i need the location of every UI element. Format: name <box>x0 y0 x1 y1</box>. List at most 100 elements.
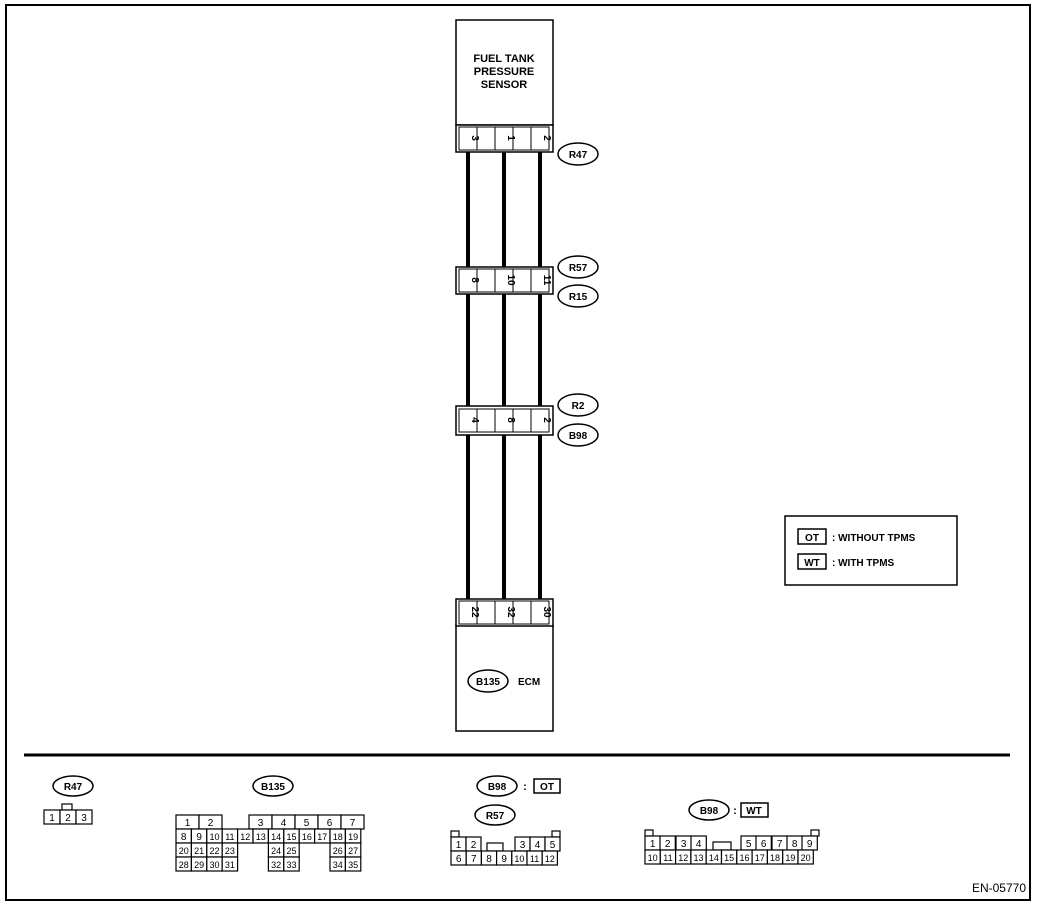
svg-text:1: 1 <box>49 813 55 824</box>
legend-text-2: : WITH TPMS <box>832 558 895 569</box>
svg-text:31: 31 <box>225 860 235 870</box>
c3-pin-a: 4 <box>469 417 480 423</box>
c1-pin-c: 2 <box>541 135 552 141</box>
b98wt-pin-5: 5 <box>740 835 757 851</box>
svg-text:2: 2 <box>665 839 671 850</box>
outer-frame <box>5 4 1031 901</box>
b98wt-pin-19: 19 <box>782 849 799 865</box>
svg-text:12: 12 <box>678 853 688 863</box>
svg-text:25: 25 <box>286 846 296 856</box>
b98wt-pin-4: 4 <box>690 835 707 851</box>
connector-latch <box>486 842 504 852</box>
c2-tag-2: R15 <box>569 292 588 303</box>
b135-pin-31: 31 <box>221 856 239 872</box>
ecm-label: ECM <box>518 677 540 688</box>
svg-text:33: 33 <box>286 860 296 870</box>
b135-pin-8: 8 <box>175 828 192 844</box>
b135-pin-10: 10 <box>206 828 223 844</box>
c3-pin-c: 2 <box>541 417 552 423</box>
b135-pin-35: 35 <box>344 856 362 872</box>
svg-text:11: 11 <box>530 854 539 864</box>
b135-pin-3: 3 <box>248 814 273 830</box>
b98wt-pin-6: 6 <box>755 835 772 851</box>
svg-text:6: 6 <box>456 854 462 865</box>
b135-pin-13: 13 <box>252 828 269 844</box>
svg-text:20: 20 <box>179 846 189 856</box>
b135-pin-25: 25 <box>283 842 300 858</box>
svg-text:32: 32 <box>271 860 281 870</box>
svg-text:30: 30 <box>209 860 219 870</box>
svg-text:4: 4 <box>281 818 287 829</box>
svg-text:2: 2 <box>65 813 71 824</box>
svg-text:7: 7 <box>777 839 783 850</box>
b135-pin-28: 28 <box>175 856 192 872</box>
b135-pin-30: 30 <box>206 856 223 872</box>
svg-text:34: 34 <box>333 860 343 870</box>
svg-text:24: 24 <box>271 846 281 856</box>
diagram-code: EN-05770 <box>972 881 1026 895</box>
b135-pin-34: 34 <box>329 856 346 872</box>
svg-text:13: 13 <box>256 832 266 842</box>
ecm-connector-label: B135 <box>476 677 500 688</box>
b135-pin-32: 32 <box>267 856 285 872</box>
svg-text:9: 9 <box>807 839 813 850</box>
svg-text:7: 7 <box>471 854 477 865</box>
b98ot-pin-11: 11 <box>526 850 543 866</box>
svg-text:7: 7 <box>350 818 356 829</box>
view-b98-ot-code: OT <box>540 782 554 793</box>
b98wt-pin-14: 14 <box>705 849 723 865</box>
connector-r2-b98: 4 8 2 R2 B98 <box>455 393 599 447</box>
b98wt-pin-18: 18 <box>766 849 784 865</box>
svg-text:11: 11 <box>225 832 234 842</box>
svg-text:2: 2 <box>471 840 477 851</box>
svg-text:27: 27 <box>348 846 358 856</box>
b135-pin-33: 33 <box>283 856 300 872</box>
b98ot-pin-7: 7 <box>465 850 483 866</box>
c1-pin-b: 1 <box>505 135 516 141</box>
svg-text:35: 35 <box>348 860 358 870</box>
c4-pin-c: 30 <box>541 606 552 618</box>
b98wt-pin-2: 2 <box>659 835 676 851</box>
b135-pin-6: 6 <box>317 814 342 830</box>
legend: OT : WITHOUT TPMS WT : WITH TPMS <box>784 515 958 586</box>
b135-pin-12: 12 <box>237 828 254 844</box>
connector-latch <box>644 829 654 837</box>
svg-text:3: 3 <box>681 839 687 850</box>
c1-tag: R47 <box>569 150 588 161</box>
svg-text:1: 1 <box>185 818 191 829</box>
connector-latch <box>712 841 732 851</box>
connector-b135-pins: 22 32 30 <box>455 598 554 627</box>
svg-text:2: 2 <box>208 818 214 829</box>
b98wt-pin-11: 11 <box>659 849 677 865</box>
svg-text:8: 8 <box>181 832 187 843</box>
svg-text:22: 22 <box>209 846 219 856</box>
b98wt-pin-10: 10 <box>644 849 661 865</box>
svg-text:6: 6 <box>761 839 767 850</box>
b98ot-pin-2: 2 <box>465 836 482 852</box>
b135-pin-1: 1 <box>175 814 200 830</box>
sensor-title-line-3: SENSOR <box>481 79 528 91</box>
sensor-title-line-2: PRESSURE <box>474 66 535 78</box>
svg-text:16: 16 <box>302 832 312 842</box>
b135-pin-20: 20 <box>175 842 192 858</box>
view-b98-ot-tag: B98 <box>488 782 507 793</box>
connector-latch <box>551 830 561 838</box>
c2-pin-c: 11 <box>541 275 552 286</box>
ecm-connector-tag <box>467 669 509 693</box>
svg-text:1: 1 <box>650 839 656 850</box>
svg-text:10: 10 <box>648 853 658 863</box>
b135-pin-16: 16 <box>298 828 316 844</box>
b98wt-pin-8: 8 <box>786 835 803 851</box>
svg-text:5: 5 <box>304 818 310 829</box>
b98wt-pin-15: 15 <box>720 849 738 865</box>
svg-text:11: 11 <box>663 853 672 863</box>
b98ot-pin-5: 5 <box>544 836 561 852</box>
b135-pin-26: 26 <box>329 842 346 858</box>
view-b98-wt-tag: B98 <box>700 806 719 817</box>
b98ot-pin-12: 12 <box>541 850 559 866</box>
b135-pin-14: 14 <box>267 828 285 844</box>
svg-text:5: 5 <box>550 840 556 851</box>
b98wt-pin-17: 17 <box>751 849 768 865</box>
